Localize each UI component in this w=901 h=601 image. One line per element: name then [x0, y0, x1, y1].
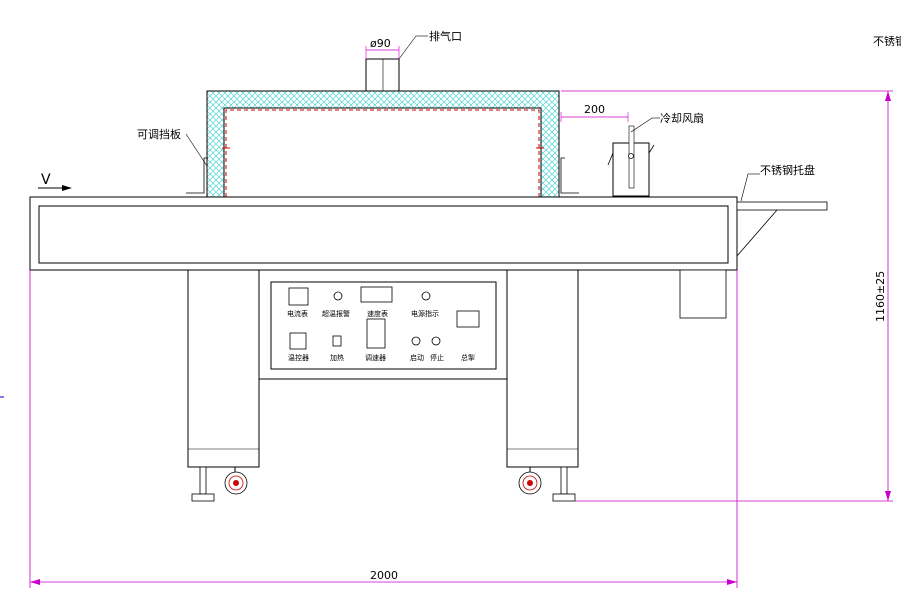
overtemp-alarm-lamp — [333, 291, 343, 301]
direction-label: V — [41, 172, 51, 188]
overtemp-alarm-label: 超温报警 — [322, 309, 350, 318]
exhaust-diameter-label: ø90 — [370, 37, 391, 50]
heating-label: 加热 — [330, 353, 344, 362]
speed-controller — [366, 318, 386, 349]
right-caster — [518, 467, 542, 495]
adjustable-baffle-left — [186, 157, 208, 194]
cooling-fan — [607, 117, 660, 197]
speedometer — [360, 286, 393, 303]
power-indicator-lamp — [421, 291, 431, 301]
left-leveling-foot — [191, 466, 215, 502]
stop-label: 停止 — [430, 353, 444, 362]
length-label: 2000 — [370, 569, 398, 582]
left-leg — [187, 269, 260, 468]
right-leveling-foot — [552, 466, 576, 502]
thermostat-label: 温控器 — [288, 353, 309, 362]
main-switch — [456, 310, 480, 328]
stainless-tray-label: 不锈钢托盘 — [760, 163, 815, 177]
power-indicator-label: 电源指示 — [411, 309, 439, 318]
left-caster — [224, 467, 248, 495]
control-panel — [270, 281, 497, 370]
speedometer-label: 速度表 — [367, 309, 388, 318]
conveyor-body — [29, 196, 738, 271]
cooling-fan-label: 冷却风扇 — [660, 111, 704, 125]
exhaust-port-label: 排气口 — [429, 29, 462, 43]
stop-button — [431, 336, 441, 346]
thermostat — [289, 332, 307, 350]
adjustable-baffle-right — [560, 157, 579, 194]
height-dimension — [561, 90, 893, 502]
heating-switch — [332, 335, 342, 347]
direction-arrow — [38, 185, 72, 191]
corner-text: 不锈钢 — [873, 35, 901, 48]
ammeter — [288, 287, 309, 306]
length-dimension — [29, 270, 738, 588]
height-label: 1160±25 — [874, 271, 887, 322]
right-leg — [506, 269, 579, 468]
exhaust-duct — [365, 35, 428, 92]
ammeter-label: 电流表 — [287, 309, 308, 318]
adjustable-baffle-label: 可调挡板 — [137, 127, 181, 141]
fan-motor-box — [679, 269, 727, 319]
main-switch-label: 总掣 — [461, 353, 475, 362]
fan-gap-dimension — [560, 112, 629, 122]
start-label: 启动 — [410, 353, 424, 362]
heating-hood — [206, 90, 560, 198]
speed-controller-label: 调速器 — [365, 353, 386, 362]
fan-gap-label: 200 — [584, 103, 605, 116]
stainless-tray — [736, 173, 828, 257]
start-button — [411, 336, 421, 346]
